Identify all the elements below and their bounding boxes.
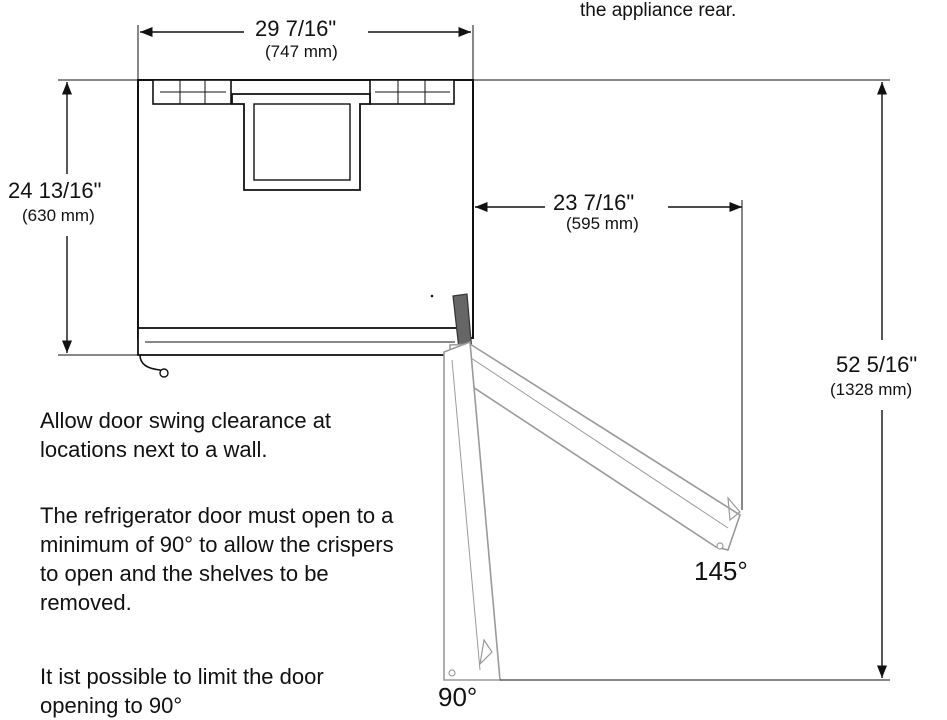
door-open-145	[449, 343, 741, 551]
dim-door-offset-lines	[475, 200, 743, 510]
total-depth-imperial: 52 5/16"	[836, 352, 918, 377]
depth-metric: (630 mm)	[22, 206, 95, 225]
angle-145-label: 145°	[694, 556, 748, 586]
dim-depth-lines	[58, 79, 138, 356]
note-limit-opening: It ist possible to limit the door openin…	[40, 664, 324, 718]
angle-90-label: 90°	[438, 682, 478, 712]
depth-imperial: 24 13/16"	[8, 178, 102, 203]
width-metric: (747 mm)	[265, 42, 338, 61]
width-imperial: 29 7/16"	[255, 16, 337, 41]
door-closed	[137, 293, 474, 378]
refrigerator-body	[137, 79, 474, 339]
door-offset-metric: (595 mm)	[566, 214, 639, 233]
door-offset-imperial: 23 7/16"	[553, 190, 635, 215]
total-depth-metric: (1328 mm)	[830, 380, 913, 399]
note-minimum-opening: The refrigerator door must open to a min…	[40, 503, 394, 615]
dim-width-lines	[137, 25, 474, 80]
dim-total-depth-lines	[473, 79, 890, 681]
header-note: the appliance rear.	[580, 0, 737, 21]
note-wall-clearance: Allow door swing clearance at locations …	[40, 408, 332, 462]
